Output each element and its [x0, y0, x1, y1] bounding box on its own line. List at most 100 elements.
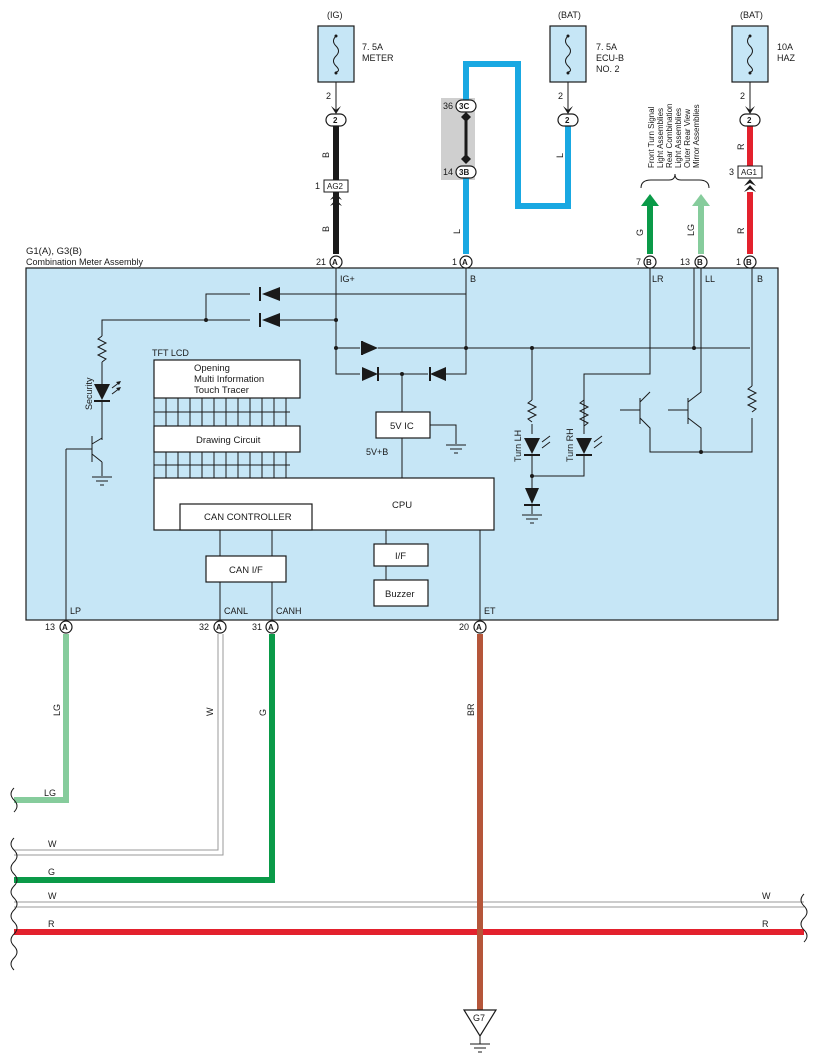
joint-3b: 3B 14 — [443, 154, 477, 179]
wire-label-br: BR — [466, 703, 476, 716]
assembly-code: G1(A), G3(B) — [26, 246, 82, 257]
svg-text:CAN CONTROLLER: CAN CONTROLLER — [204, 512, 292, 523]
wire-label-r-2: R — [736, 227, 746, 234]
svg-text:14: 14 — [443, 167, 453, 177]
svg-text:31: 31 — [252, 622, 262, 632]
pin-canl: CANL A 32 — [199, 606, 248, 634]
fuse-rating: 7. 5A — [362, 42, 383, 52]
svg-text:B: B — [746, 258, 752, 267]
junction-dots — [204, 318, 703, 478]
ground-icon — [92, 444, 542, 524]
svg-text:G7: G7 — [473, 1013, 485, 1023]
svg-text:36: 36 — [443, 101, 453, 111]
fuse-pin: 2 — [558, 91, 563, 101]
connector-ag2: AG2 1 — [315, 179, 349, 206]
svg-text:A: A — [476, 623, 482, 632]
if-box: I/F — [373, 543, 429, 567]
turn-signal-bracket — [640, 173, 710, 189]
pin-lr: B 7 LR — [636, 255, 664, 284]
svg-text:Touch Tracer: Touch Tracer — [194, 385, 249, 396]
turn-signal-note: Front Turn Signal Light Assemblies Rear … — [647, 104, 701, 168]
arrow-up-icon — [641, 194, 659, 206]
pin-b-b: B 1 B — [736, 255, 763, 284]
svg-text:AG2: AG2 — [327, 182, 344, 191]
svg-text:CAN I/F: CAN I/F — [229, 565, 263, 576]
svg-text:Multi Information: Multi Information — [194, 374, 264, 385]
svg-text:B: B — [646, 258, 652, 267]
pin-et: ET A 20 — [459, 606, 496, 634]
wire-label-b: B — [321, 152, 331, 158]
wire-label-lg-bottom: LG — [52, 704, 62, 716]
svg-text:1: 1 — [736, 257, 741, 267]
bus-label-w2-right: W — [762, 891, 771, 901]
fuse-source-label: (IG) — [327, 10, 343, 20]
svg-text:B: B — [697, 258, 703, 267]
svg-text:IG+: IG+ — [340, 274, 355, 284]
svg-text:Front Turn Signal: Front Turn Signal — [647, 106, 656, 168]
svg-text:A: A — [216, 623, 222, 632]
bus-label-w1: W — [48, 839, 57, 849]
svg-text:CANL: CANL — [224, 606, 248, 616]
svg-text:A: A — [62, 623, 68, 632]
svg-text:Outer Rear View: Outer Rear View — [683, 109, 692, 168]
wire-label-w: W — [205, 707, 215, 716]
wire-label-g: G — [635, 229, 645, 236]
pin-ig-plus: A 21 IG+ — [316, 255, 355, 284]
wire-w-canl — [14, 634, 219, 851]
fuse-connector-1: 2 — [325, 106, 347, 127]
svg-text:Turn LH: Turn LH — [513, 430, 523, 462]
svg-text:Opening: Opening — [194, 363, 230, 374]
svg-text:Security: Security — [84, 377, 94, 410]
svg-text:I/F: I/F — [395, 551, 406, 562]
fuse-ecu-b: (BAT) 7. 5A ECU-B NO. 2 2 — [549, 10, 624, 112]
fuse-name: METER — [362, 53, 394, 63]
svg-text:1: 1 — [452, 257, 457, 267]
svg-text:Rear Combination: Rear Combination — [665, 104, 674, 168]
fuse-connector-3: 2 — [739, 106, 761, 127]
svg-text:LL: LL — [705, 274, 715, 284]
v5b-label: 5V+B — [366, 447, 388, 457]
bus-lines-1 — [153, 398, 290, 426]
tft-lcd-label: TFT LCD — [152, 348, 189, 358]
svg-text:A: A — [268, 623, 274, 632]
fuse-haz: (BAT) 10A HAZ 2 — [731, 10, 796, 112]
svg-text:ET: ET — [484, 606, 496, 616]
svg-text:A: A — [462, 258, 468, 267]
svg-text:13: 13 — [680, 257, 690, 267]
can-controller-box: CAN CONTROLLER — [179, 503, 313, 531]
can-if-box: CAN I/F — [205, 555, 287, 583]
fuse-name-2: NO. 2 — [596, 64, 620, 74]
svg-text:3: 3 — [729, 167, 734, 177]
drawing-circuit-box: Drawing Circuit — [153, 425, 301, 453]
svg-text:1: 1 — [315, 181, 320, 191]
svg-text:Light Assemblies: Light Assemblies — [674, 108, 683, 168]
wire-label-r: R — [736, 143, 746, 150]
wire-label-g-bottom: G — [258, 709, 268, 716]
fuse-rating: 10A — [777, 42, 793, 52]
bus-label-lg: LG — [44, 788, 56, 798]
bus-label-g: G — [48, 867, 55, 877]
wire-label-b-2: B — [321, 226, 331, 232]
assembly-name: Combination Meter Assembly — [26, 257, 144, 267]
fuse-source-label: (BAT) — [740, 10, 763, 20]
wire-l-blue — [463, 61, 571, 209]
svg-text:Buzzer: Buzzer — [385, 589, 415, 600]
svg-text:21: 21 — [316, 257, 326, 267]
wire-g-canh — [14, 634, 275, 883]
fuse-rating: 7. 5A — [596, 42, 617, 52]
fuse-name: HAZ — [777, 53, 796, 63]
bus-label-r-right: R — [762, 919, 769, 929]
ic-5v-box: 5V IC — [375, 411, 431, 439]
fuse-name: ECU-B — [596, 53, 624, 63]
svg-text:B: B — [470, 274, 476, 284]
svg-text:Turn RH: Turn RH — [565, 428, 575, 462]
fuse-connector-2: 2 — [557, 106, 579, 127]
svg-text:32: 32 — [199, 622, 209, 632]
svg-text:LR: LR — [652, 274, 664, 284]
fuse-pin: 2 — [740, 91, 745, 101]
fuse-source-label: (BAT) — [558, 10, 581, 20]
svg-text:20: 20 — [459, 622, 469, 632]
wire-lg-lp — [14, 634, 69, 803]
svg-text:5V IC: 5V IC — [390, 421, 414, 432]
connector-ag1: AG1 3 — [729, 165, 763, 192]
